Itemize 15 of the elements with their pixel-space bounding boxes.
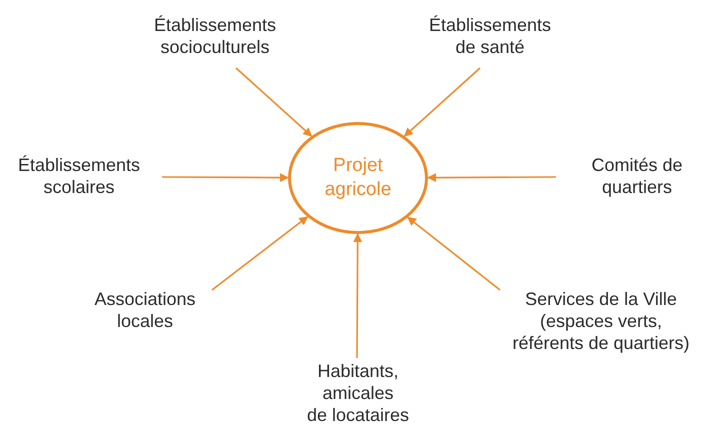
node-label: Établissements scolaires bbox=[4, 154, 154, 198]
node-label: Habitants, amicales de locataires bbox=[290, 360, 426, 426]
node-label: Associations locales bbox=[70, 288, 220, 332]
node-label: Projet agricole bbox=[324, 154, 392, 202]
node-label: Établissements de santé bbox=[420, 14, 560, 58]
arrow bbox=[404, 67, 481, 137]
arrow bbox=[212, 216, 308, 291]
node-label: Établissements socioculturels bbox=[140, 14, 290, 58]
node-label: Comités de quartiers bbox=[574, 154, 700, 198]
arrow bbox=[235, 67, 312, 137]
arrow bbox=[353, 233, 362, 358]
arrow bbox=[162, 173, 289, 182]
arrow bbox=[427, 173, 556, 182]
arrow bbox=[407, 216, 500, 291]
node-label: Services de la Ville (espaces verts, référents de quartiers) bbox=[493, 288, 701, 354]
